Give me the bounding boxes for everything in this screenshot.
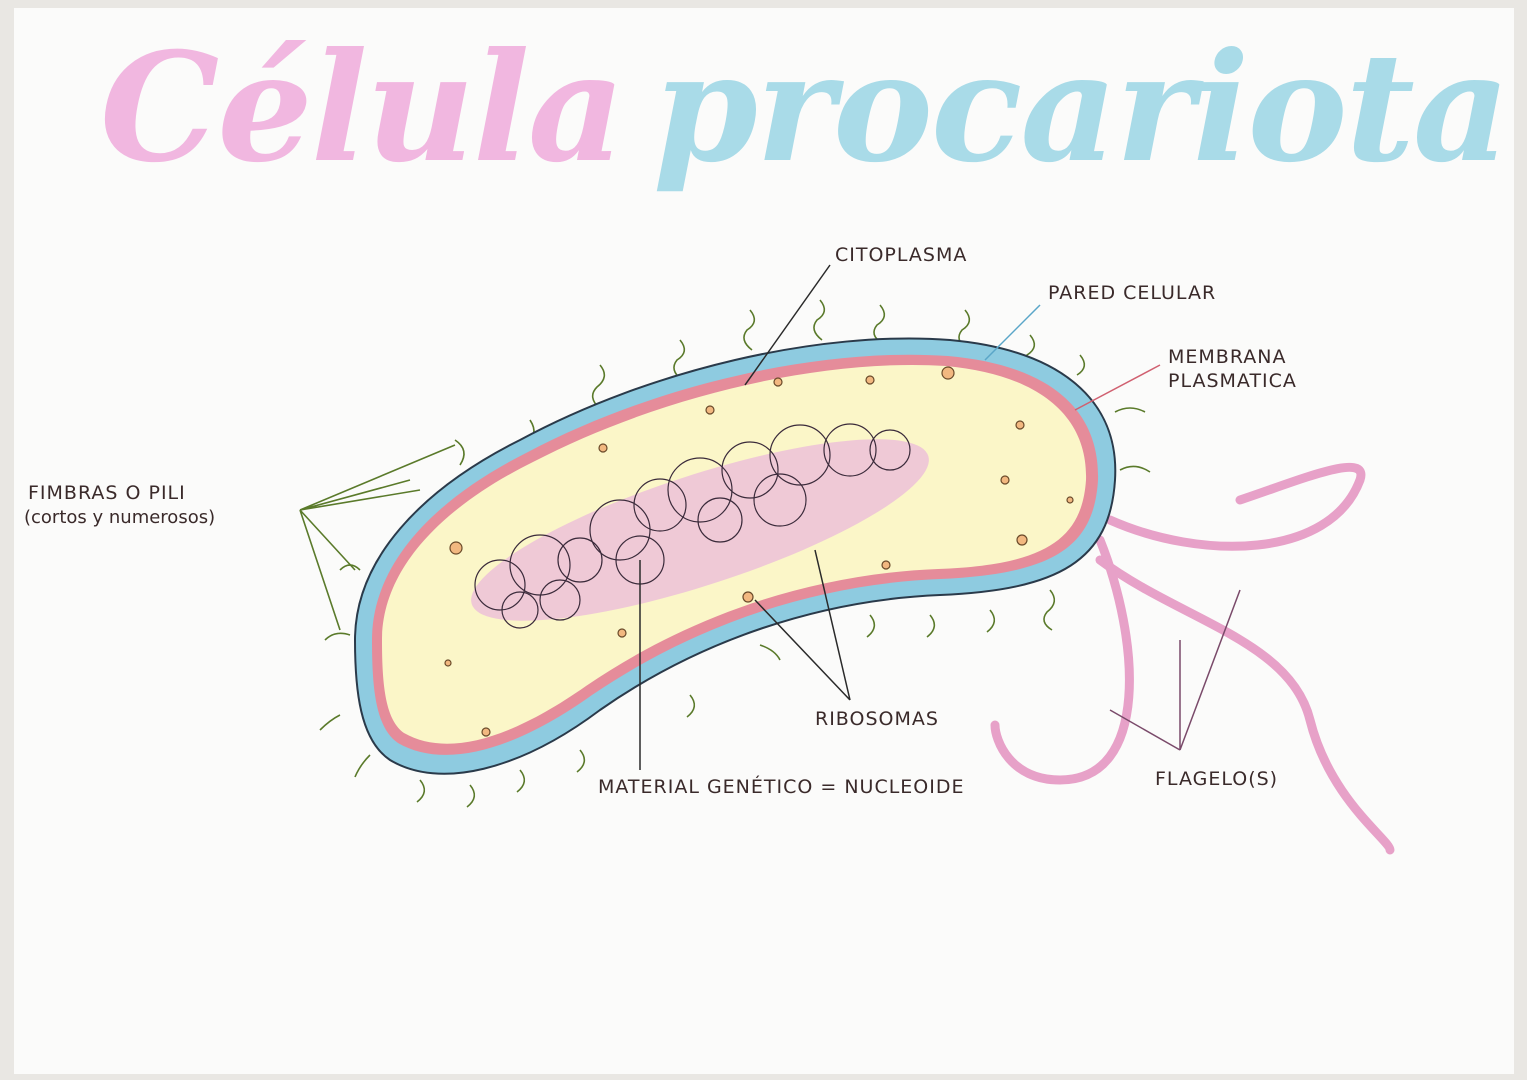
- label-plasmatica: PLASMATICA: [1168, 370, 1297, 392]
- title-word-procariota: procariota: [653, 20, 1510, 196]
- label-pared-celular: PARED CELULAR: [1048, 282, 1217, 304]
- label-flagelos: FLAGELO(S): [1155, 768, 1279, 790]
- label-membrana: MEMBRANA: [1168, 346, 1287, 368]
- flagella: [990, 462, 1395, 855]
- label-fimbrias-note: (cortos y numerosos): [24, 507, 216, 528]
- title-word-celula: Célula: [100, 20, 625, 196]
- leader-lines: [639, 264, 1241, 770]
- label-ribosomas: RIBOSOMAS: [815, 708, 939, 730]
- ribosomes: [444, 366, 1074, 737]
- genetic-material-loops: [474, 423, 911, 629]
- pili: [299, 299, 1151, 808]
- label-citoplasma: CITOPLASMA: [835, 244, 968, 266]
- label-nucleoide: MATERIAL GENÉTICO = NUCLEOIDE: [598, 776, 965, 798]
- label-fimbrias: FIMBRAS O PILI: [28, 482, 186, 504]
